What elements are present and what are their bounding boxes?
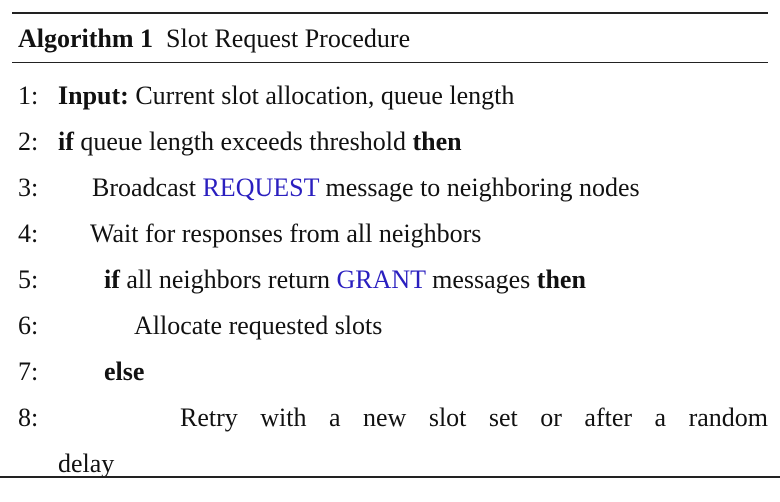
algorithm-line-5: 5: if all neighbors return GRANT message… bbox=[12, 257, 768, 303]
line-text: Retry with a new slot set or after a ran… bbox=[180, 403, 768, 432]
keyword-then: then bbox=[536, 265, 586, 294]
algorithm-title: Slot Request Procedure bbox=[166, 24, 411, 53]
bottom-rule bbox=[0, 476, 780, 478]
keyword-input: Input: bbox=[58, 81, 129, 110]
top-rule bbox=[12, 12, 768, 14]
line-number: 7: bbox=[18, 357, 39, 386]
line-text-post: messages bbox=[432, 265, 531, 294]
line-number: 4: bbox=[18, 219, 39, 248]
line-text-continuation: delay bbox=[58, 449, 115, 478]
line-number: 6: bbox=[18, 311, 39, 340]
line-text: Allocate requested slots bbox=[134, 311, 383, 340]
line-number: 1: bbox=[18, 81, 39, 110]
message-grant: GRANT bbox=[336, 265, 426, 294]
line-text-pre: all neighbors return bbox=[126, 265, 330, 294]
line-text-post: message to neighboring nodes bbox=[325, 173, 640, 202]
algorithm-line-4: 4: Wait for responses from all neighbors bbox=[12, 211, 768, 257]
line-number: 8: bbox=[18, 403, 39, 432]
algorithm-line-3: 3: Broadcast REQUEST message to neighbor… bbox=[12, 165, 768, 211]
algorithm-body: 1: Input: Current slot allocation, queue… bbox=[12, 63, 768, 487]
algorithm-line-7: 7: else bbox=[12, 349, 768, 395]
keyword-if: if bbox=[58, 127, 74, 156]
message-request: REQUEST bbox=[202, 173, 319, 202]
line-text: queue length exceeds threshold bbox=[80, 127, 406, 156]
algorithm-line-2: 2: if queue length exceeds threshold the… bbox=[12, 119, 768, 165]
keyword-else: else bbox=[104, 357, 145, 386]
algorithm-caption: Algorithm 1 Slot Request Procedure bbox=[12, 14, 768, 62]
algorithm-line-8: 8: Retry with a new slot set or after a … bbox=[12, 395, 768, 487]
line-text: Current slot allocation, queue length bbox=[135, 81, 515, 110]
algorithm-label: Algorithm 1 bbox=[18, 24, 154, 53]
line-number: 2: bbox=[18, 127, 39, 156]
line-number: 3: bbox=[18, 173, 39, 202]
line-text-pre: Broadcast bbox=[92, 173, 196, 202]
line-text: Wait for responses from all neighbors bbox=[90, 219, 482, 248]
keyword-then: then bbox=[412, 127, 462, 156]
keyword-if: if bbox=[104, 265, 120, 294]
caption-rule bbox=[12, 62, 768, 63]
algorithm-block: Algorithm 1 Slot Request Procedure 1: In… bbox=[12, 12, 768, 487]
algorithm-line-1: 1: Input: Current slot allocation, queue… bbox=[12, 73, 768, 119]
algorithm-line-6: 6: Allocate requested slots bbox=[12, 303, 768, 349]
line-number: 5: bbox=[18, 265, 39, 294]
